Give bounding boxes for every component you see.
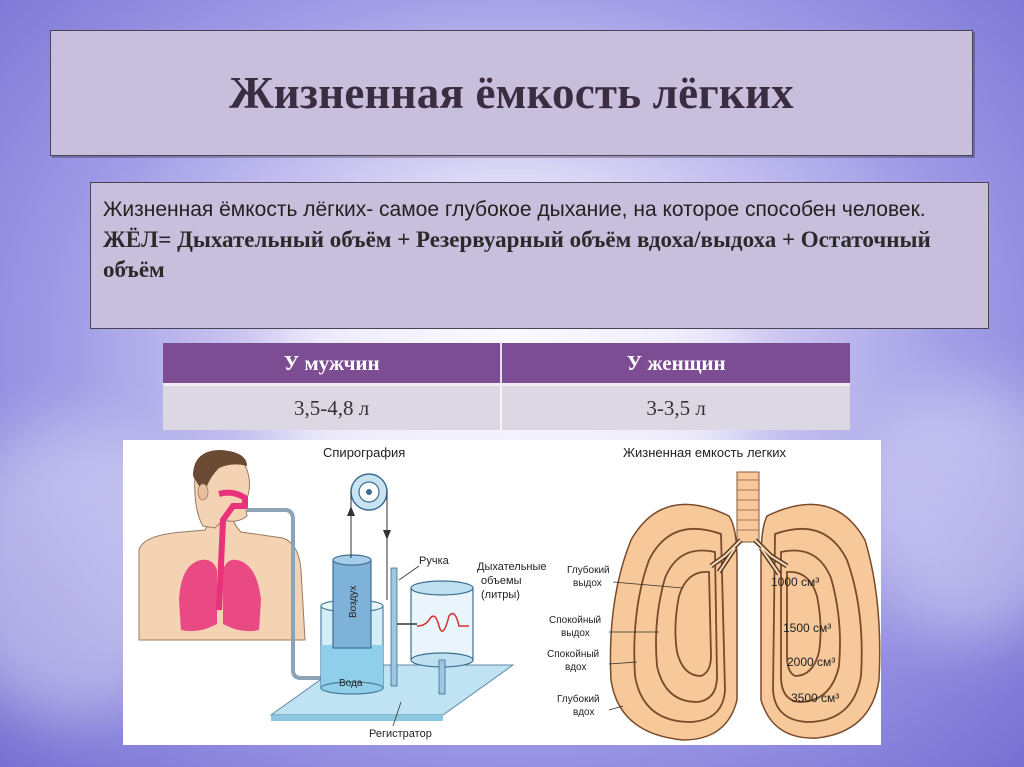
volume-1500: 1500 см³ — [783, 621, 831, 635]
volumes-label-1: Дыхательные — [477, 561, 547, 573]
volume-3500: 3500 см³ — [791, 691, 839, 705]
definition-box: Жизненная ёмкость лёгких- самое глубокое… — [90, 182, 989, 329]
calm-inhale-label-2: вдох — [565, 662, 586, 673]
calm-exhale-label-1: Спокойный — [549, 615, 601, 626]
pulley — [347, 473, 391, 600]
definition-text: Жизненная ёмкость лёгких- самое глубокое… — [103, 198, 926, 221]
calm-inhale-label-1: Спокойный — [547, 649, 599, 660]
value-men: 3,5-4,8 л — [163, 383, 503, 430]
deep-inhale-label-1: Глубокий — [557, 693, 600, 705]
handle-label: Ручка — [419, 555, 450, 567]
volume-2000: 2000 см³ — [787, 655, 835, 669]
volumes-label-2: объемы — [481, 575, 522, 587]
human-figure — [138, 450, 306, 641]
recorder-label: Регистратор — [369, 728, 432, 740]
formula-text: ЖЁЛ= Дыхательный объём + Резервуарный об… — [103, 227, 931, 282]
page-title: Жизненная ёмкость лёгких — [229, 68, 794, 118]
volumes-label-3: (литры) — [481, 589, 520, 601]
background-glow — [860, 380, 1024, 640]
air-label: Воздух — [348, 586, 359, 618]
lungs — [609, 471, 881, 741]
capacity-table: У мужчин У женщин 3,5-4,8 л 3-3,5 л — [163, 343, 850, 430]
deep-exhale-label-1: Глубокий — [567, 564, 610, 576]
deep-inhale-label-2: вдох — [573, 707, 594, 718]
spirography-title: Спирография — [323, 445, 405, 460]
water-label: Вода — [339, 678, 363, 689]
header-men: У мужчин — [163, 343, 503, 385]
illustration-svg: Спирография Вода Воздух — [138, 445, 881, 741]
table-header-row: У мужчин У женщин — [163, 343, 850, 385]
recorder-drum — [397, 580, 474, 695]
header-women: У женщин — [501, 343, 850, 385]
volume-1000: 1000 см³ — [771, 575, 819, 589]
deep-exhale-label-2: выдох — [573, 578, 602, 589]
lungs-title: Жизненная емкость легких — [623, 445, 786, 460]
illustration: Спирография Вода Воздух — [123, 440, 881, 745]
title-box: Жизненная ёмкость лёгких — [50, 30, 973, 156]
value-women: 3-3,5 л — [501, 383, 850, 430]
air-cylinder: Воздух — [332, 554, 372, 649]
table-row: 3,5-4,8 л 3-3,5 л — [163, 383, 850, 430]
calm-exhale-label-2: выдох — [561, 628, 590, 639]
